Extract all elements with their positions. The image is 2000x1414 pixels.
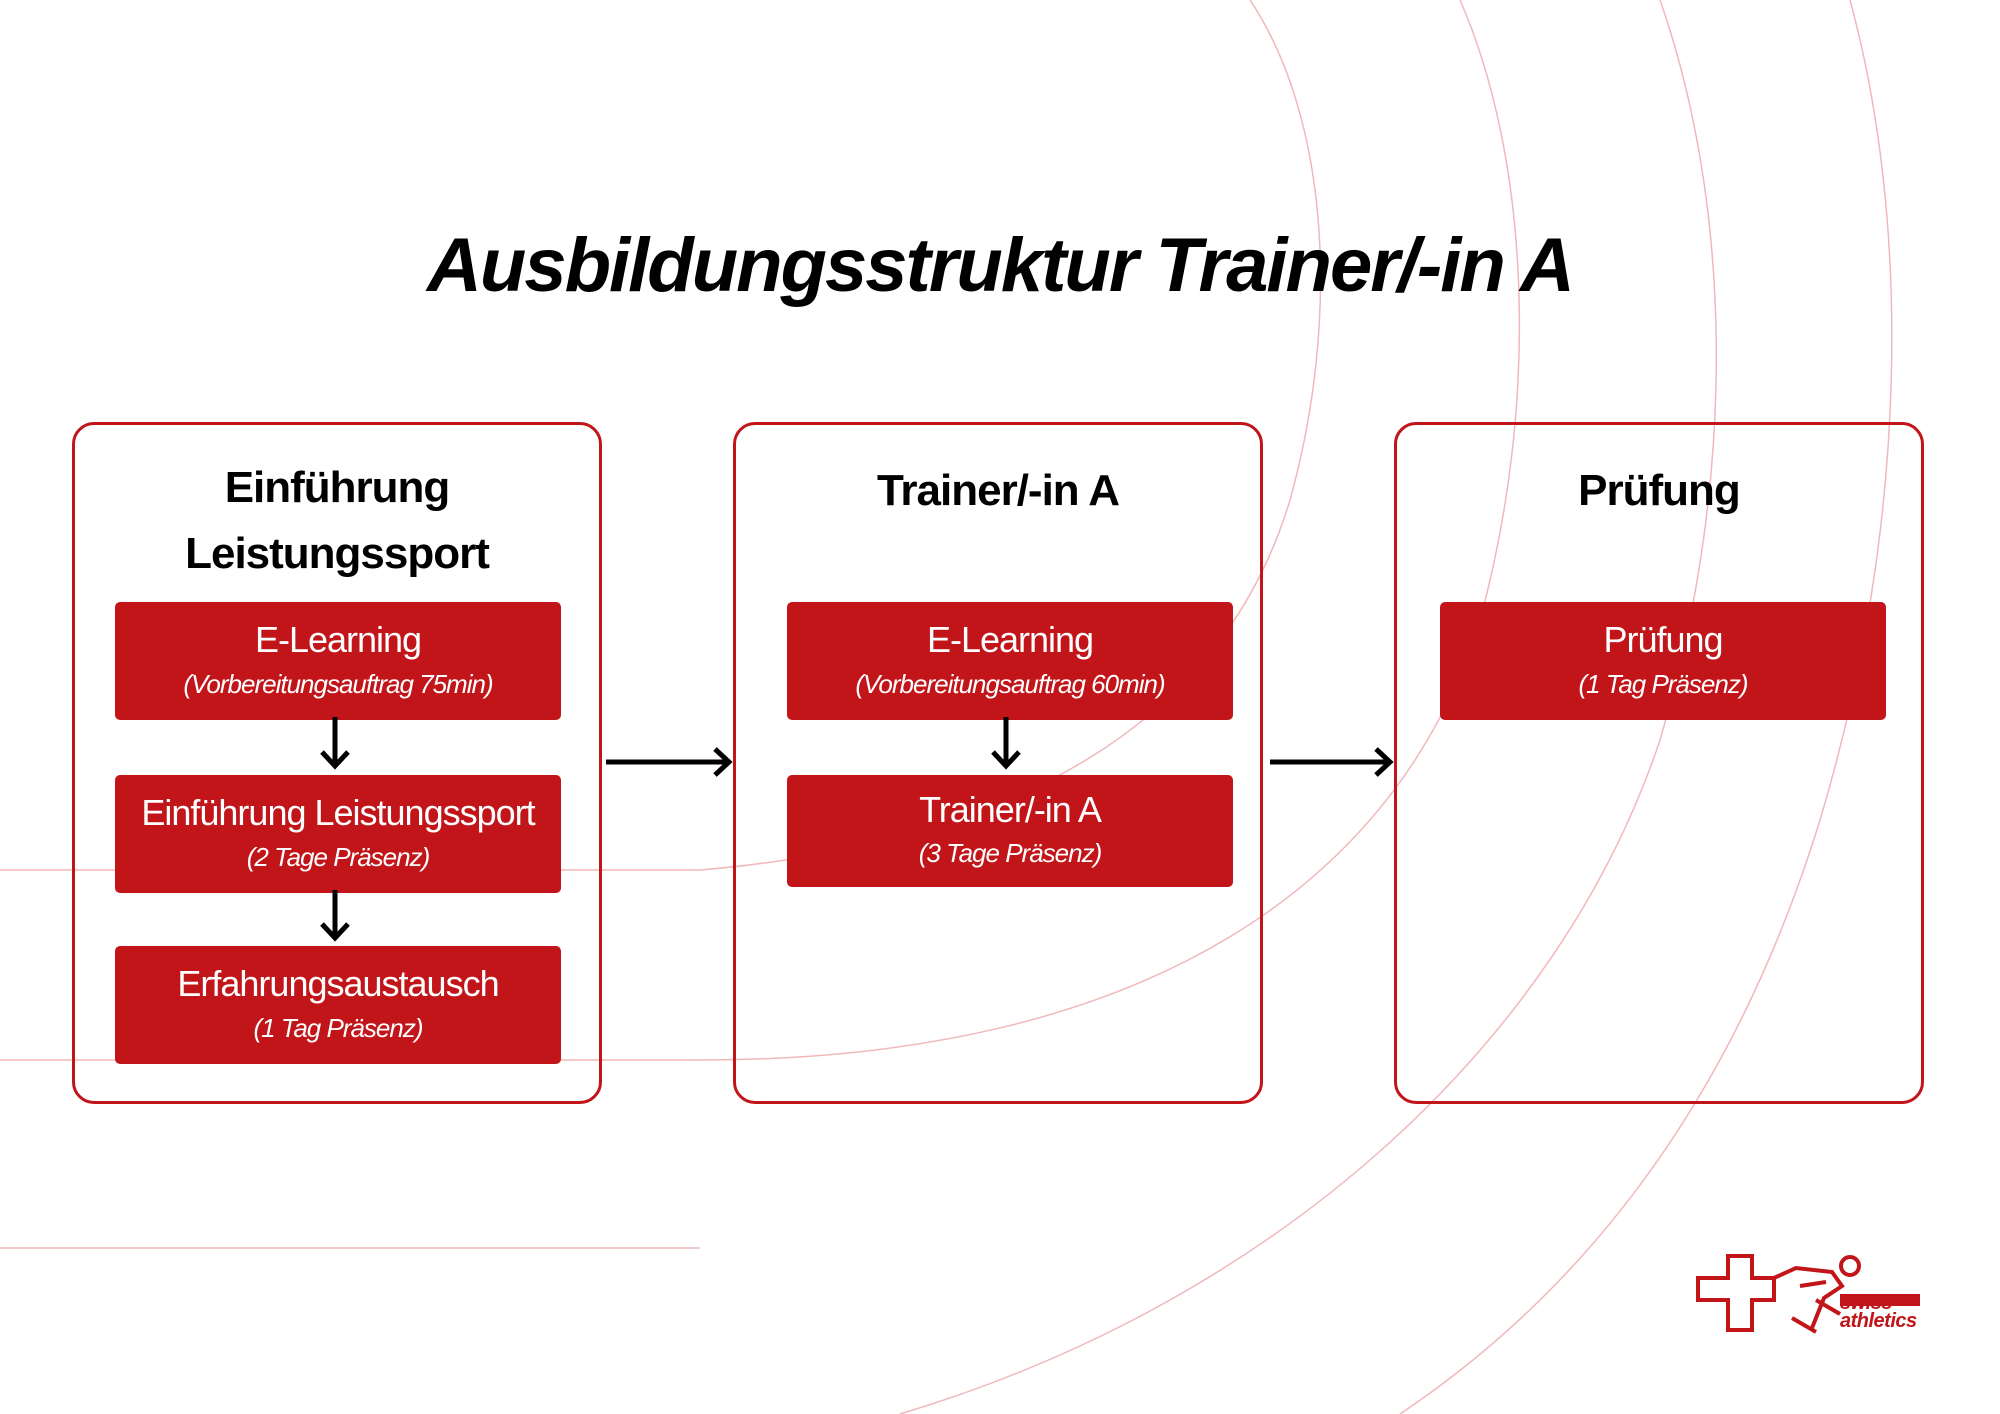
box-einfuehrung-leistungssport: Einführung Leistungssport (2 Tage Präsen… bbox=[115, 775, 561, 893]
box-sub: (1 Tag Präsenz) bbox=[253, 1013, 423, 1043]
box-label: E-Learning bbox=[926, 619, 1094, 660]
box-sub: (1 Tag Präsenz) bbox=[1578, 669, 1748, 699]
background-arc bbox=[899, 0, 1717, 1414]
box-label: Erfahrungsaustausch bbox=[177, 963, 499, 1004]
box-sub: (2 Tage Präsenz) bbox=[246, 842, 430, 872]
box-e-learning: E-Learning (Vorbereitungsauftrag 75min) bbox=[115, 602, 561, 720]
box-sub: (Vorbereitungsauftrag 60min) bbox=[855, 669, 1165, 699]
box-label: Trainer/-in A bbox=[919, 789, 1102, 830]
box-erfahrungsaustausch: Erfahrungsaustausch (1 Tag Präsenz) bbox=[115, 946, 561, 1064]
swiss-athletics-logo: swiss athletics bbox=[1692, 1252, 1932, 1352]
box-e-learning: E-Learning (Vorbereitungsauftrag 60min) bbox=[787, 602, 1233, 720]
box-label: E-Learning bbox=[254, 619, 422, 660]
background-arc bbox=[1399, 0, 1893, 1414]
box-pruefung: Prüfung (1 Tag Präsenz) bbox=[1440, 602, 1886, 720]
swiss-cross-runner-icon bbox=[1696, 1254, 1920, 1334]
box-sub: (3 Tage Präsenz) bbox=[918, 838, 1102, 868]
column-title-line2: Leistungssport bbox=[185, 529, 490, 578]
box-sub: (Vorbereitungsauftrag 75min) bbox=[183, 669, 493, 699]
column-trainer-in-a: Trainer/-in A E-Learning (Vorbereitungsa… bbox=[733, 422, 1263, 1104]
box-label: Prüfung bbox=[1603, 619, 1723, 660]
box-label: Einführung Leistungssport bbox=[141, 792, 535, 833]
box-trainer-in-a: Trainer/-in A (3 Tage Präsenz) bbox=[787, 775, 1233, 887]
logo-text-line2: athletics bbox=[1840, 1310, 1917, 1332]
column-title-line1: Einführung bbox=[224, 463, 451, 512]
logo-text-line1: swiss bbox=[1840, 1292, 1892, 1314]
column-title: Prüfung bbox=[1578, 466, 1741, 515]
column-pruefung: Prüfung Prüfung (1 Tag Präsenz) bbox=[1394, 422, 1924, 1104]
column-einfuehrung-leistungssport: Einführung Leistungssport E-Learning (Vo… bbox=[72, 422, 602, 1104]
page-title: Ausbildungsstruktur Trainer/-in A bbox=[427, 223, 1575, 308]
column-title: Trainer/-in A bbox=[876, 466, 1120, 515]
